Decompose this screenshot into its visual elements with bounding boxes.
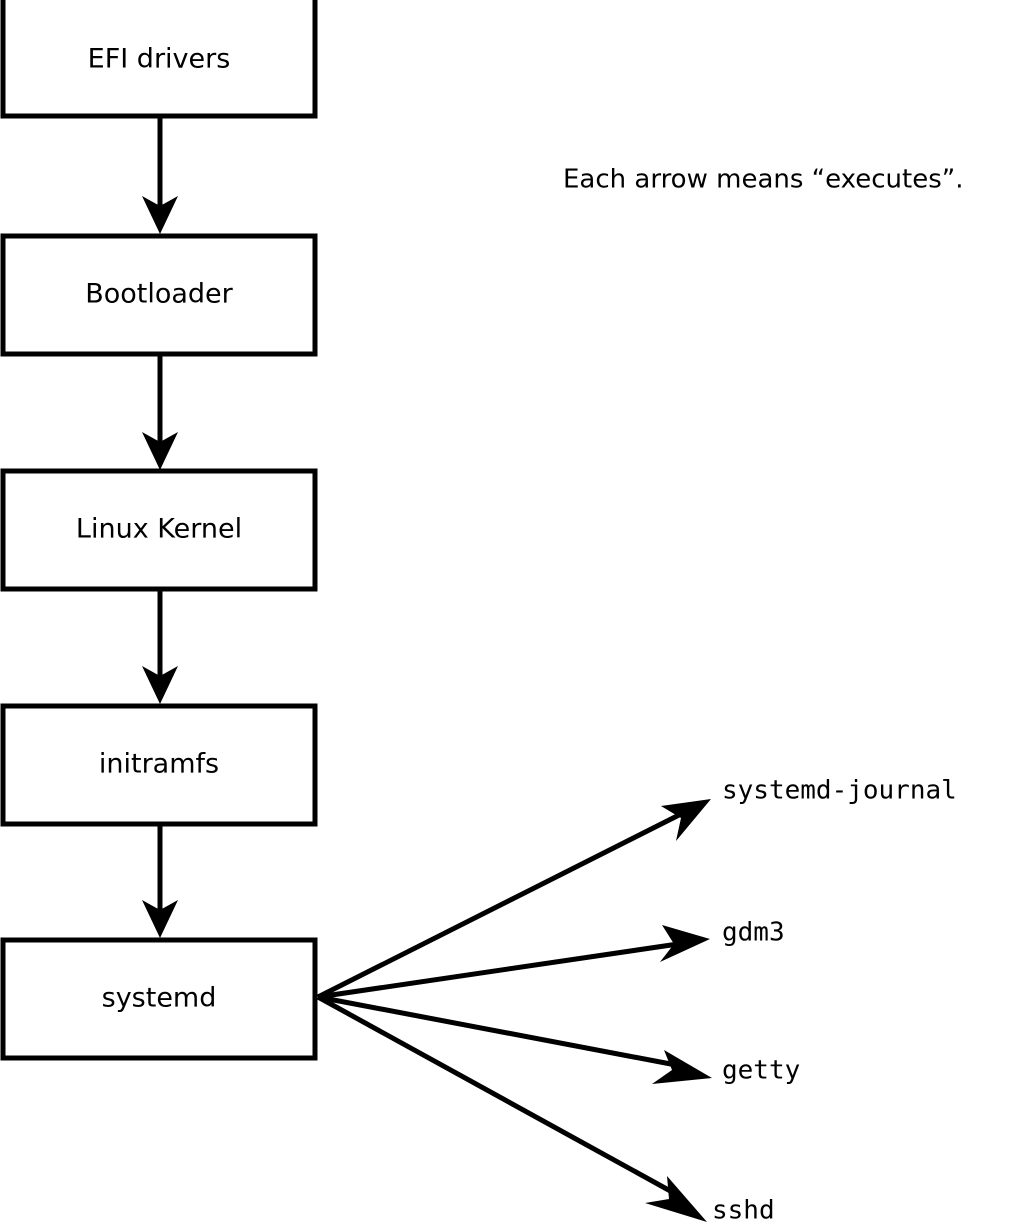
initramfs-box[interactable] bbox=[0, 703, 318, 827]
systemd-label: systemd bbox=[102, 983, 217, 1014]
arrow-systemd-to-sshd bbox=[316, 994, 707, 1222]
service-label-gdm3[interactable]: gdm3 bbox=[722, 918, 785, 948]
node-efi-drivers[interactable]: EFI drivers bbox=[0, 0, 318, 119]
arrowhead-icon bbox=[142, 900, 178, 938]
node-bootloader[interactable]: Bootloader bbox=[0, 233, 318, 357]
arrow-bootloader-to-linux-kernel bbox=[142, 354, 178, 470]
efi-drivers-label: EFI drivers bbox=[88, 44, 231, 75]
arrow-linux-kernel-to-initramfs bbox=[142, 589, 178, 704]
diagram-caption: Each arrow means “executes”. bbox=[563, 165, 964, 195]
efi-drivers-box[interactable] bbox=[0, 0, 318, 119]
arrowhead-icon bbox=[645, 1176, 707, 1222]
service-label-getty[interactable]: getty bbox=[722, 1056, 800, 1086]
arrow-systemd-to-getty bbox=[317, 994, 712, 1084]
arrow-initramfs-to-systemd bbox=[142, 824, 178, 938]
service-label-sshd[interactable]: sshd bbox=[712, 1196, 775, 1226]
arrowhead-icon bbox=[142, 196, 178, 234]
arrowhead-icon bbox=[661, 799, 711, 841]
linux-kernel-label: Linux Kernel bbox=[76, 514, 242, 545]
initramfs-label: initramfs bbox=[99, 749, 219, 780]
systemd-box[interactable] bbox=[0, 937, 318, 1061]
node-systemd[interactable]: systemd bbox=[0, 937, 318, 1061]
arrow-systemd-to-systemd-journal bbox=[316, 799, 711, 1000]
node-linux-kernel[interactable]: Linux Kernel bbox=[0, 468, 318, 592]
service-label-systemd-journal[interactable]: systemd-journal bbox=[722, 776, 957, 806]
arrowhead-icon bbox=[142, 432, 178, 470]
arrowhead-icon bbox=[652, 1050, 712, 1084]
arrow-systemd-to-gdm3 bbox=[317, 925, 710, 1000]
arrowhead-icon bbox=[142, 666, 178, 704]
node-initramfs[interactable]: initramfs bbox=[0, 703, 318, 827]
bootloader-label: Bootloader bbox=[85, 279, 233, 310]
bootloader-box[interactable] bbox=[0, 233, 318, 357]
arrow-efi-drivers-to-bootloader bbox=[142, 116, 178, 234]
arrowhead-icon bbox=[660, 925, 710, 962]
